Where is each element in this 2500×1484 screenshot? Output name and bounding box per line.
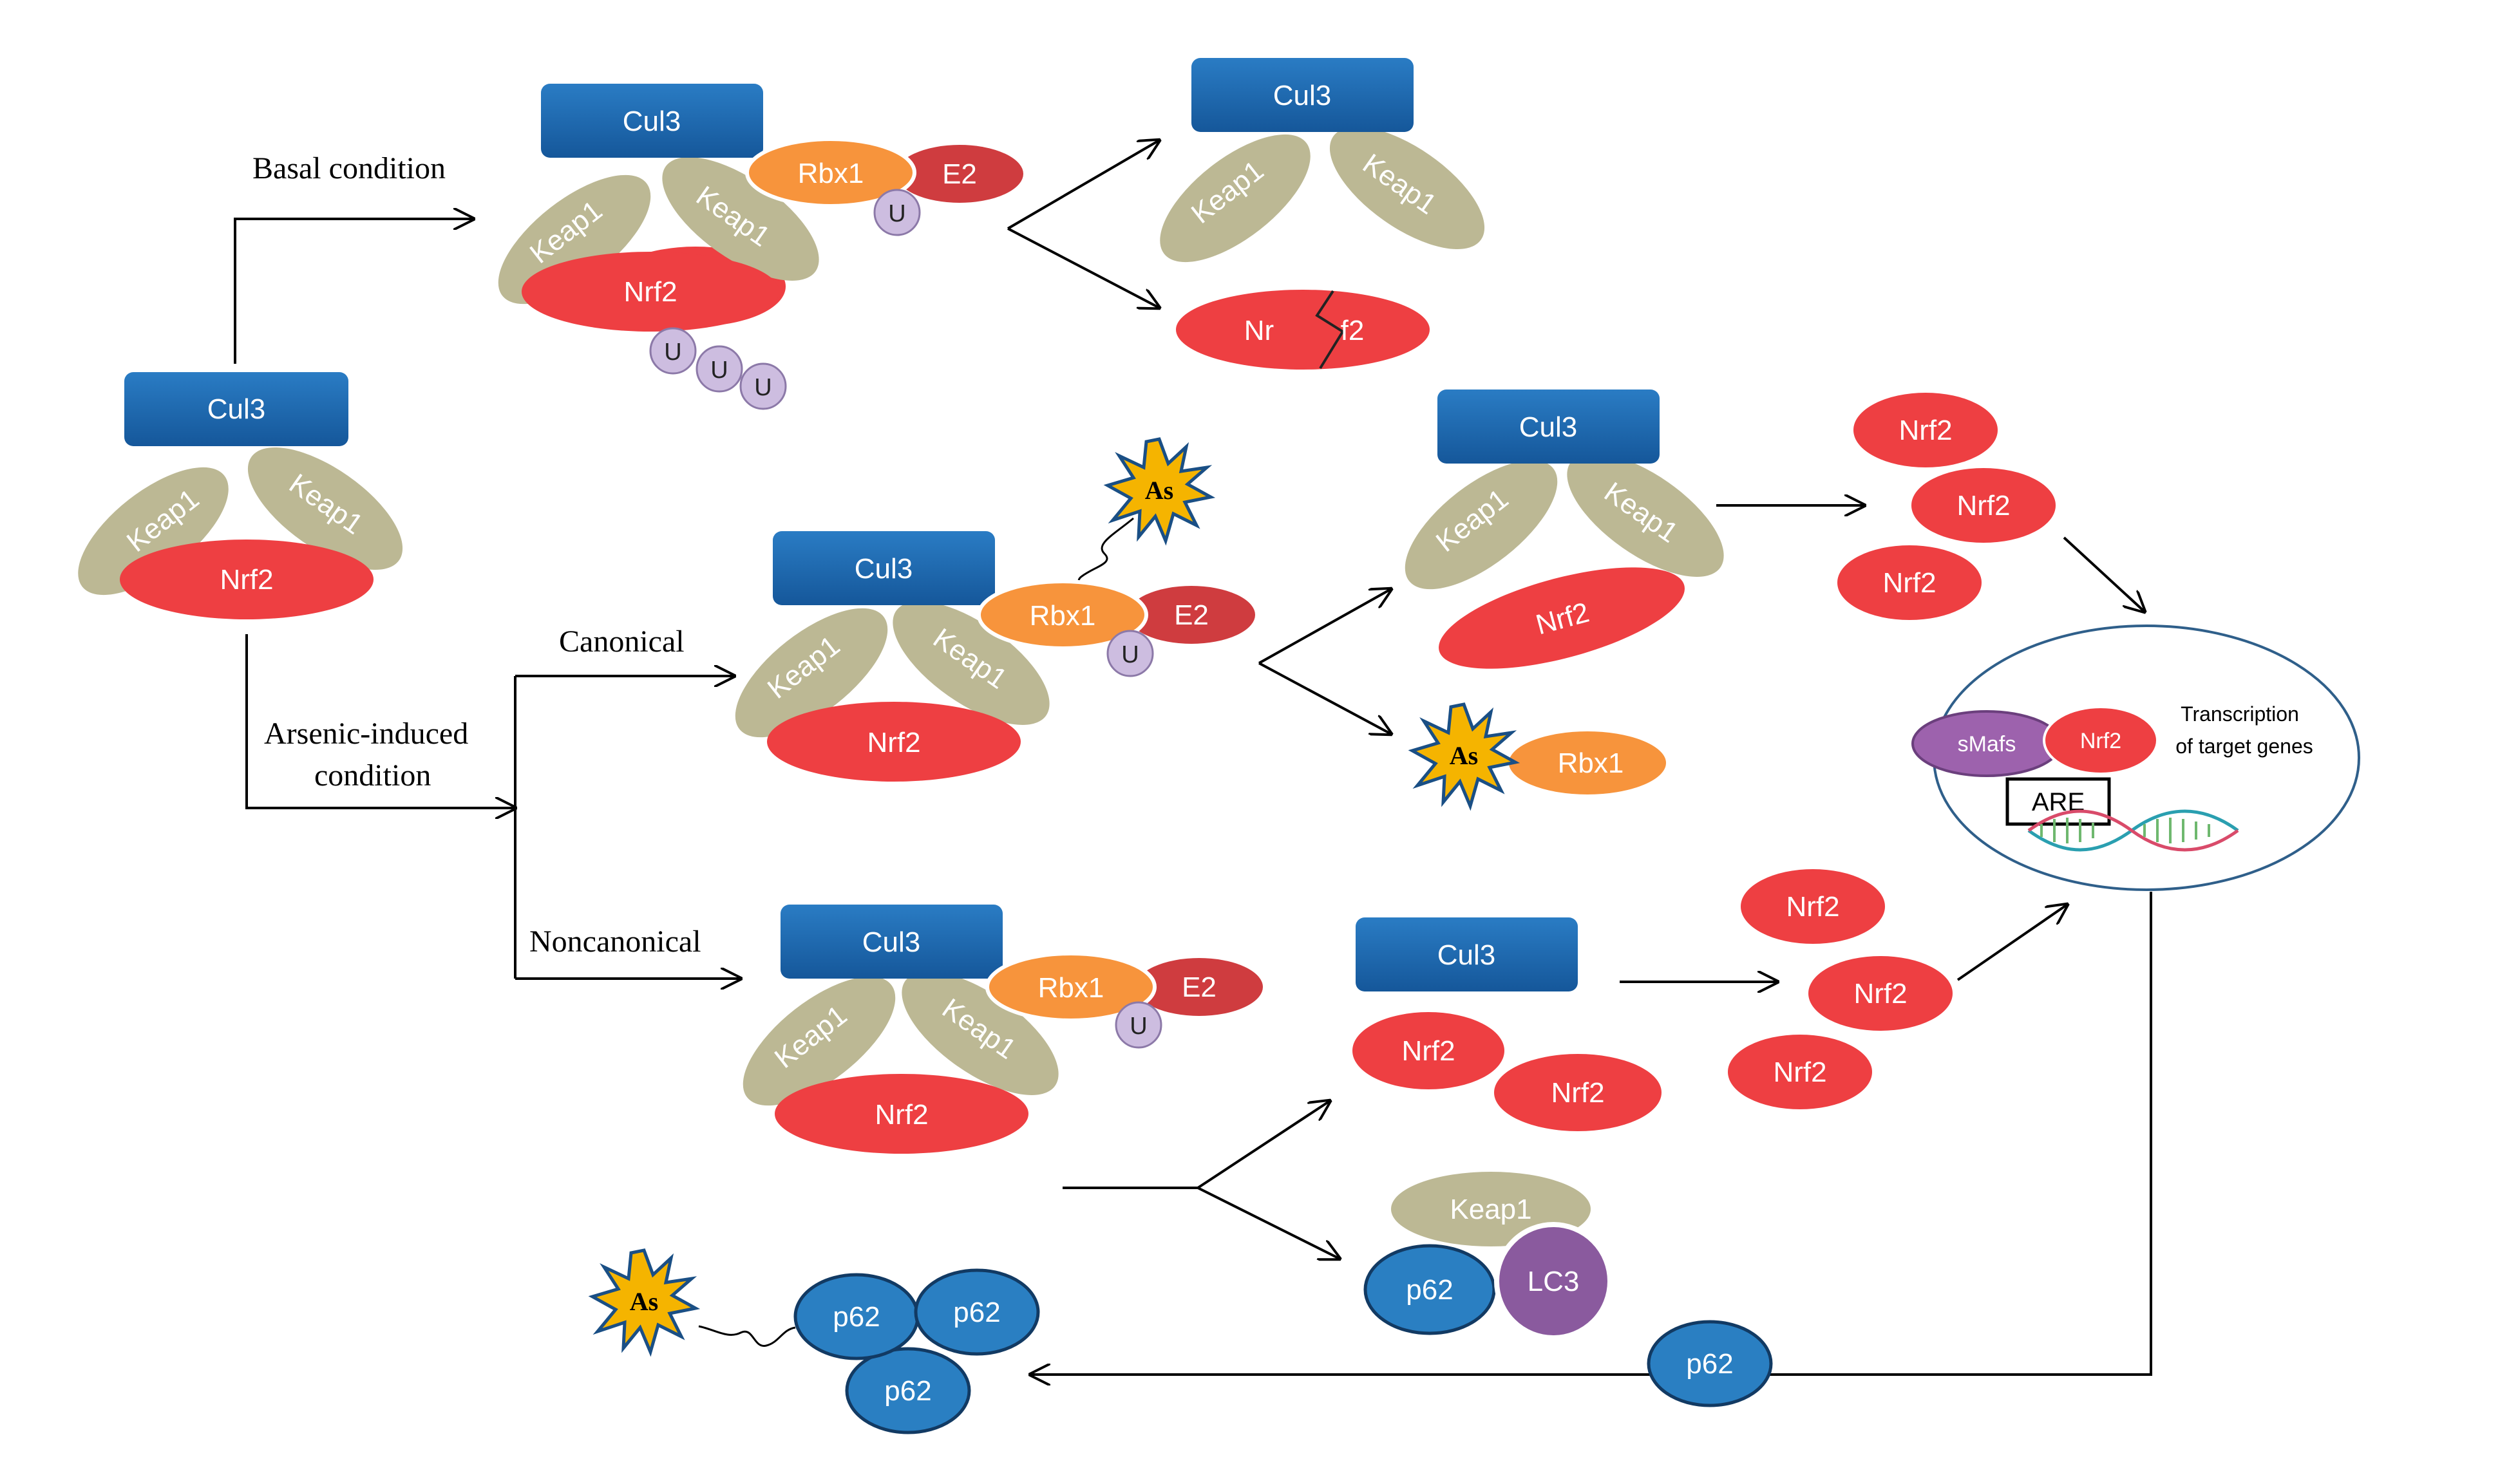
- rbx1-label: Rbx1: [1030, 600, 1096, 632]
- ubiquitin-label: U: [754, 374, 772, 401]
- nrf2-label: Nrf2: [875, 1099, 928, 1131]
- nrf2-label: Nrf2: [623, 276, 677, 308]
- p62-label: p62: [833, 1301, 880, 1333]
- p62-cluster: p62 p62 p62 As: [592, 1250, 1040, 1434]
- cul3-label: Cul3: [1273, 80, 1332, 111]
- smafs-label: sMafs: [1958, 732, 2016, 756]
- label-noncanonical: Noncanonical: [529, 925, 701, 959]
- nrf2-label: Nrf2: [1401, 1035, 1455, 1067]
- nrf2-label: Nrf2: [1786, 891, 1839, 923]
- transcription-label-line2: of target genes: [2175, 735, 2313, 758]
- label-canonical: Canonical: [559, 625, 685, 659]
- cul3-label: Cul3: [207, 393, 266, 425]
- p62-label: p62: [884, 1375, 931, 1407]
- nrf2-label: Nrf2: [2080, 729, 2121, 753]
- noncanonical-complex: Nrf2 Cul3 Keap1 Keap1 E2 Rbx1 U: [743, 905, 1267, 1154]
- transcription-label-line1: Transcription: [2181, 702, 2299, 726]
- p62-label: p62: [953, 1297, 1000, 1328]
- nrf2-fragment-label: Nr: [1244, 315, 1274, 346]
- cul3-label: Cul3: [862, 926, 921, 958]
- ubiquitin-label: U: [888, 200, 905, 227]
- arsenic-label: As: [630, 1287, 658, 1316]
- keap1-label: Keap1: [1450, 1194, 1531, 1225]
- noncanonical-products: Cul3 Nrf2 Nrf2 Keap1 p62 LC3: [1352, 917, 1662, 1340]
- rbx1-label: Rbx1: [1038, 972, 1104, 1004]
- p62-label: p62: [1686, 1348, 1733, 1380]
- e2-label: E2: [942, 158, 977, 190]
- ubiquitin-label: U: [1130, 1013, 1147, 1040]
- nrf2-label: Nrf2: [1773, 1057, 1826, 1088]
- dna-helix-icon: [2027, 809, 2239, 852]
- arsenic-label: As: [1450, 741, 1478, 770]
- nrf2-label: Nrf2: [867, 727, 920, 758]
- cul3-label: Cul3: [1519, 411, 1578, 443]
- nrf2-label: Nrf2: [220, 564, 273, 596]
- nrf2-fragment-label: f2: [1341, 315, 1365, 346]
- nrf2-label: Nrf2: [1551, 1077, 1604, 1109]
- nrf2-label: Nrf2: [1853, 978, 1907, 1010]
- free-nrf2-noncanonical: Nrf2 Nrf2 Nrf2: [1728, 869, 1953, 1109]
- nrf2-label: Nrf2: [1882, 567, 1936, 599]
- p62-label: p62: [1406, 1274, 1453, 1306]
- initial-complex: Cul3 Keap1 Keap1 Nrf2: [78, 372, 403, 619]
- basal-complex: Nrf2 Cul3 Keap1 Keap1 E2 Rbx1 U U U U: [498, 84, 1027, 410]
- nucleus: sMafs Nrf2 ARE Transcription of target g…: [1911, 625, 2360, 891]
- cul3-label: Cul3: [1437, 939, 1496, 971]
- label-arsenic-induced-line2: condition: [314, 758, 431, 793]
- label-basal-condition: Basal condition: [252, 151, 446, 185]
- canonical-products: Nrf2 Cul3 Keap1 Keap1 Rbx1 As: [1405, 390, 1724, 806]
- canonical-complex: Nrf2 Cul3 Keap1 Keap1 E2 Rbx1 U As: [735, 439, 1259, 782]
- nrf2-label: Nrf2: [1956, 490, 2010, 521]
- e2-label: E2: [1182, 972, 1217, 1003]
- p62-returning: p62: [1647, 1320, 1773, 1407]
- free-nrf2-canonical: Nrf2 Nrf2 Nrf2: [1837, 393, 2056, 620]
- nrf2-label: Nrf2: [1899, 415, 1952, 446]
- basal-products: Cul3 Keap1 Keap1 Nr f2: [1160, 58, 1485, 370]
- label-arsenic-induced-line1: Arsenic-induced: [264, 717, 468, 751]
- lc3-label: LC3: [1528, 1266, 1580, 1297]
- ubiquitin-label: U: [1121, 641, 1139, 668]
- ubiquitin-label: U: [710, 357, 728, 384]
- ubiquitin-label: U: [664, 339, 681, 366]
- cul3-label: Cul3: [623, 106, 681, 137]
- cul3-label: Cul3: [855, 553, 913, 585]
- arsenic-label: As: [1145, 476, 1173, 505]
- rbx1-label: Rbx1: [1558, 747, 1624, 779]
- e2-label: E2: [1174, 599, 1209, 631]
- rbx1-label: Rbx1: [798, 158, 864, 189]
